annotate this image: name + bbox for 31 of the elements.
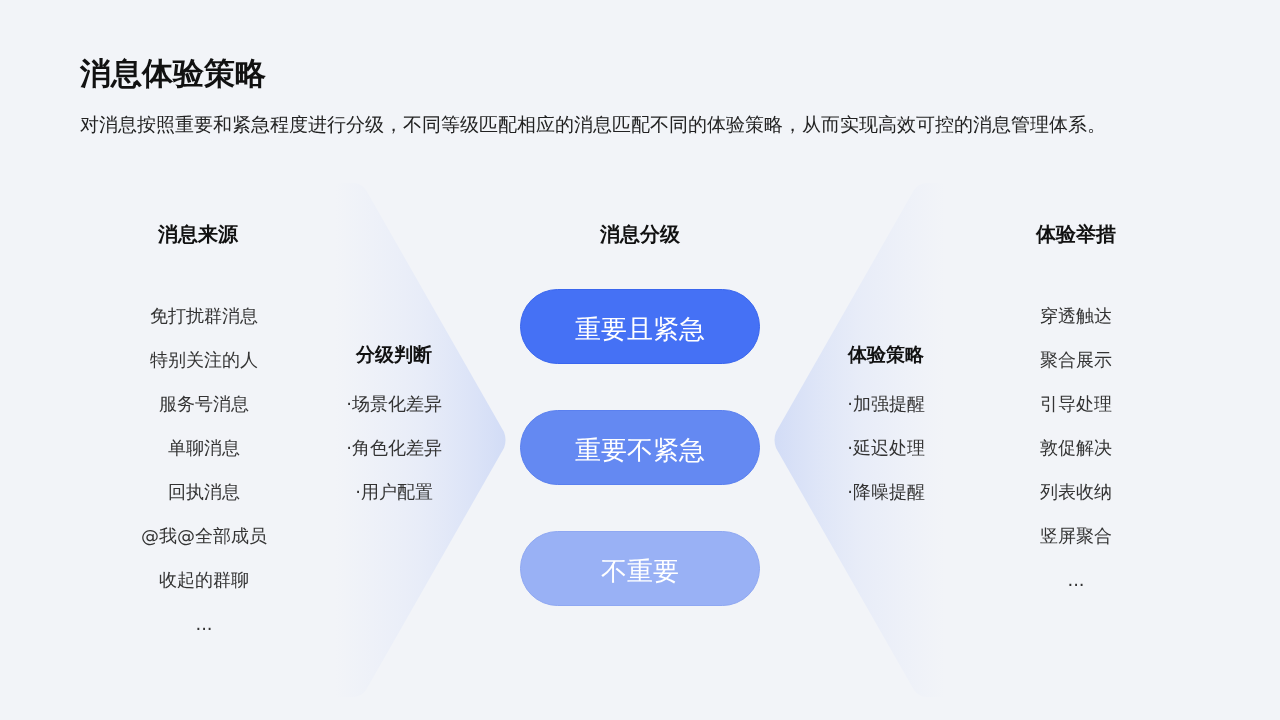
list-item: 竖屏聚合 [1040, 524, 1112, 548]
column-heading: 体验举措 [1036, 221, 1116, 247]
list-item: 穿透触达 [1040, 304, 1112, 328]
list-item: 引导处理 [1040, 392, 1112, 416]
bullet-item: ·延迟处理 [847, 436, 925, 460]
bullet-item: ·加强提醒 [847, 392, 925, 416]
bullet-item: ·降噪提醒 [847, 480, 925, 504]
column-heading: 消息分级 [600, 221, 680, 247]
list-item: 免打扰群消息 [150, 304, 258, 328]
list-item: @我@全部成员 [141, 524, 267, 548]
panel-heading: 分级判断 [356, 343, 432, 367]
pill-label: 重要且紧急 [575, 312, 705, 345]
bullet-item: ·场景化差异 [346, 392, 442, 416]
list-item: 服务号消息 [159, 392, 249, 416]
list-item: 回执消息 [168, 480, 240, 504]
column-heading: 消息来源 [158, 221, 238, 247]
pill-label: 重要不紧急 [575, 433, 705, 466]
list-item: 列表收纳 [1040, 480, 1112, 504]
list-item: ... [1067, 568, 1085, 592]
list-item: 聚合展示 [1040, 348, 1112, 372]
list-item: ... [195, 612, 213, 636]
list-item: 收起的群聊 [159, 568, 249, 592]
list-item: 单聊消息 [168, 436, 240, 460]
description-text: 对消息按照重要和紧急程度进行分级，不同等级匹配相应的消息匹配不同的体验策略，从而实现高效可控的消息管理体系。 [80, 113, 1106, 137]
pill-label: 不重要 [601, 554, 679, 587]
bullet-item: ·角色化差异 [346, 436, 442, 460]
list-item: 敦促解决 [1040, 436, 1112, 460]
bullet-item: ·用户配置 [355, 480, 433, 504]
panel-heading: 体验策略 [848, 343, 924, 367]
diagram-title: 消息体验策略 [80, 53, 266, 93]
list-item: 特别关注的人 [150, 348, 258, 372]
